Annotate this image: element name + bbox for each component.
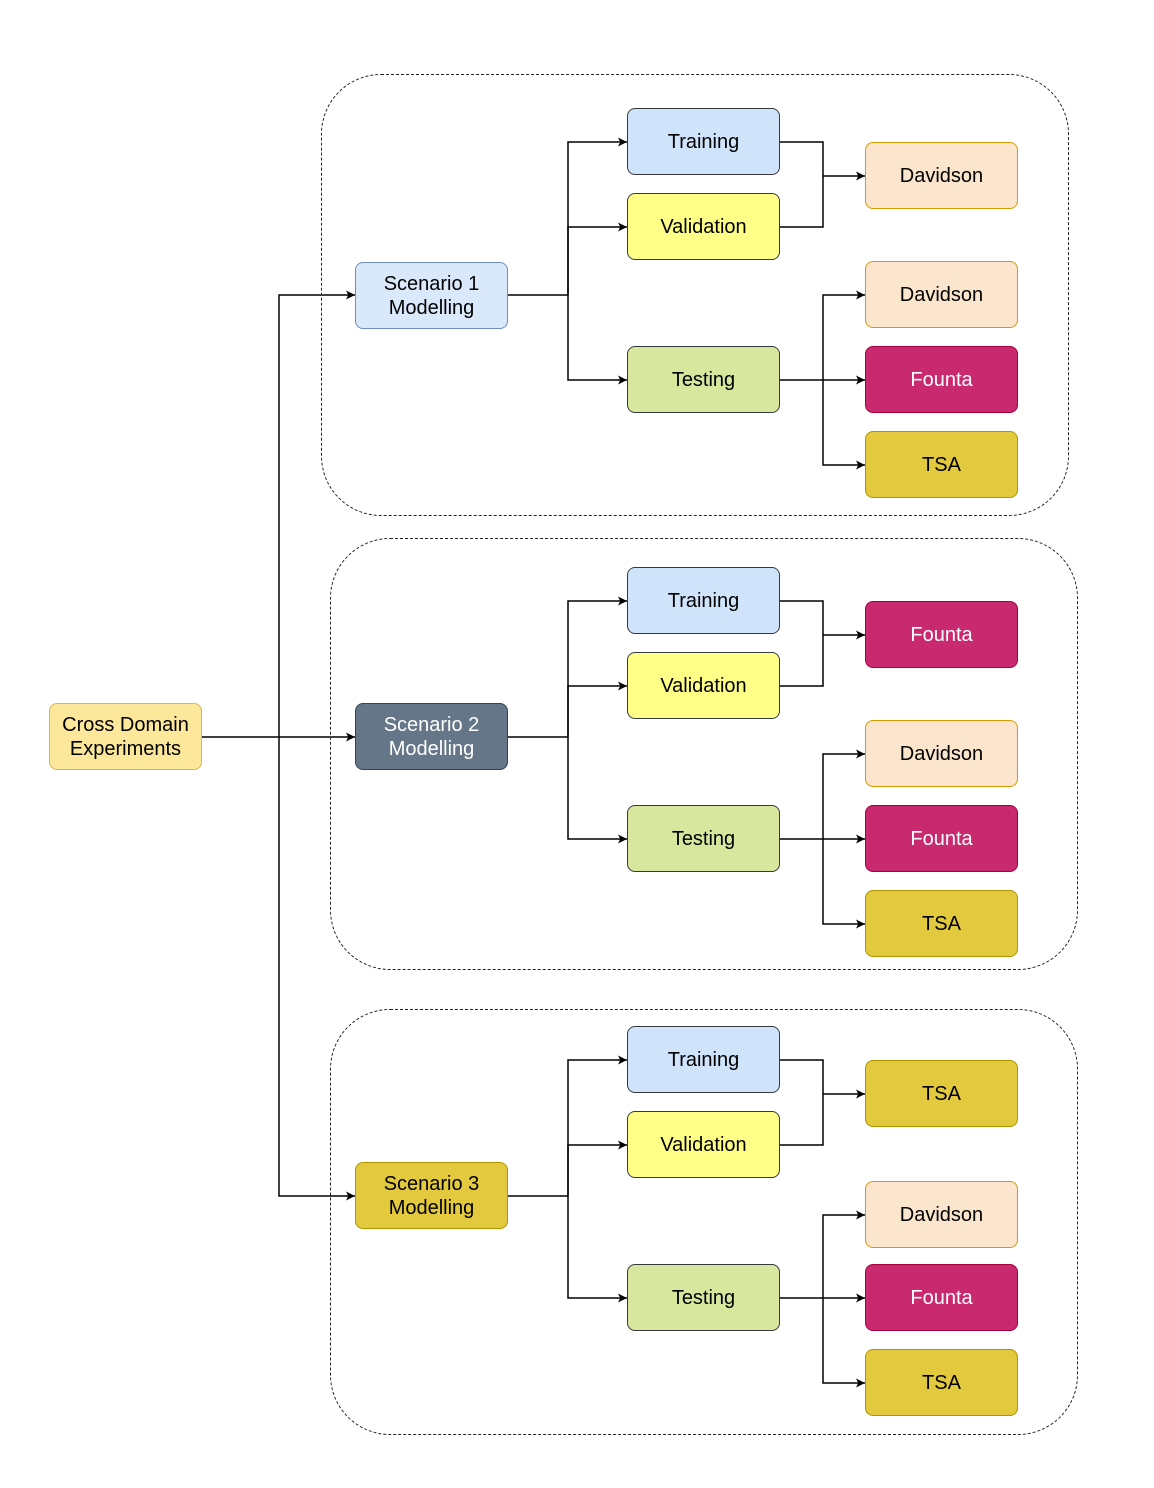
scenario-1-test-dataset-founta[interactable]: Founta: [865, 346, 1018, 413]
edge-scenario-1-test-to-davidson: [822, 290, 865, 380]
edge-scenario-2-to-testing: [567, 737, 627, 844]
scenario-1-validation-node[interactable]: Validation: [627, 193, 780, 260]
scenario-2-test-dataset-tsa[interactable]: TSA: [865, 890, 1018, 957]
scenario-2-test-dataset-davidson[interactable]: Davidson: [865, 720, 1018, 787]
scenario-3-train-dataset-tsa[interactable]: TSA: [865, 1060, 1018, 1127]
edge-scenario-1-validation-merge: [780, 176, 824, 228]
edge-scenario-1-to-testing: [567, 295, 627, 385]
edge-scenario-1-training-merge: [780, 141, 824, 176]
scenario-3-modelling-node[interactable]: Scenario 3 Modelling: [355, 1162, 508, 1229]
scenario-1-test-dataset-davidson[interactable]: Davidson: [865, 261, 1018, 328]
edge-scenario-2-test-to-davidson: [822, 749, 865, 839]
scenario-3-testing-node[interactable]: Testing: [627, 1264, 780, 1331]
edge-scenario-3-to-testing: [567, 1196, 627, 1303]
scenario-2-train-dataset-founta[interactable]: Founta: [865, 601, 1018, 668]
edge-scenario-2-training-merge: [780, 600, 824, 635]
scenario-2-modelling-node[interactable]: Scenario 2 Modelling: [355, 703, 508, 770]
scenario-3-test-dataset-davidson[interactable]: Davidson: [865, 1181, 1018, 1248]
edge-scenario-2-test-to-tsa: [822, 839, 865, 929]
edge-root-to-scenario-3: [278, 737, 355, 1201]
scenario-2-test-dataset-founta[interactable]: Founta: [865, 805, 1018, 872]
cross-domain-experiments-node[interactable]: Cross Domain Experiments: [49, 703, 202, 770]
edge-scenario-2-validation-merge: [780, 635, 824, 687]
scenario-3-training-node[interactable]: Training: [627, 1026, 780, 1093]
edge-scenario-3-to-validation: [567, 1140, 627, 1196]
scenario-1-modelling-node[interactable]: Scenario 1 Modelling: [355, 262, 508, 329]
scenario-3-test-dataset-tsa[interactable]: TSA: [865, 1349, 1018, 1416]
scenario-3-test-dataset-founta[interactable]: Founta: [865, 1264, 1018, 1331]
scenario-3-validation-node[interactable]: Validation: [627, 1111, 780, 1178]
scenario-1-training-node[interactable]: Training: [627, 108, 780, 175]
edge-root-to-scenario-1: [278, 290, 355, 737]
scenario-1-test-dataset-tsa[interactable]: TSA: [865, 431, 1018, 498]
scenario-2-validation-node[interactable]: Validation: [627, 652, 780, 719]
scenario-2-group: [330, 538, 1078, 970]
edge-scenario-3-training-merge: [780, 1059, 824, 1094]
scenario-1-train-dataset-davidson[interactable]: Davidson: [865, 142, 1018, 209]
scenario-2-training-node[interactable]: Training: [627, 567, 780, 634]
scenario-3-group: [330, 1009, 1078, 1435]
edge-scenario-1-to-validation: [567, 222, 627, 295]
edge-scenario-2-to-validation: [567, 681, 627, 737]
edge-scenario-3-validation-merge: [780, 1094, 824, 1146]
scenario-2-testing-node[interactable]: Testing: [627, 805, 780, 872]
edge-scenario-3-test-to-tsa: [822, 1298, 865, 1388]
scenario-1-testing-node[interactable]: Testing: [627, 346, 780, 413]
edge-scenario-3-test-to-davidson: [822, 1210, 865, 1298]
scenario-1-group: [321, 74, 1069, 516]
edge-scenario-1-test-to-tsa: [822, 380, 865, 470]
